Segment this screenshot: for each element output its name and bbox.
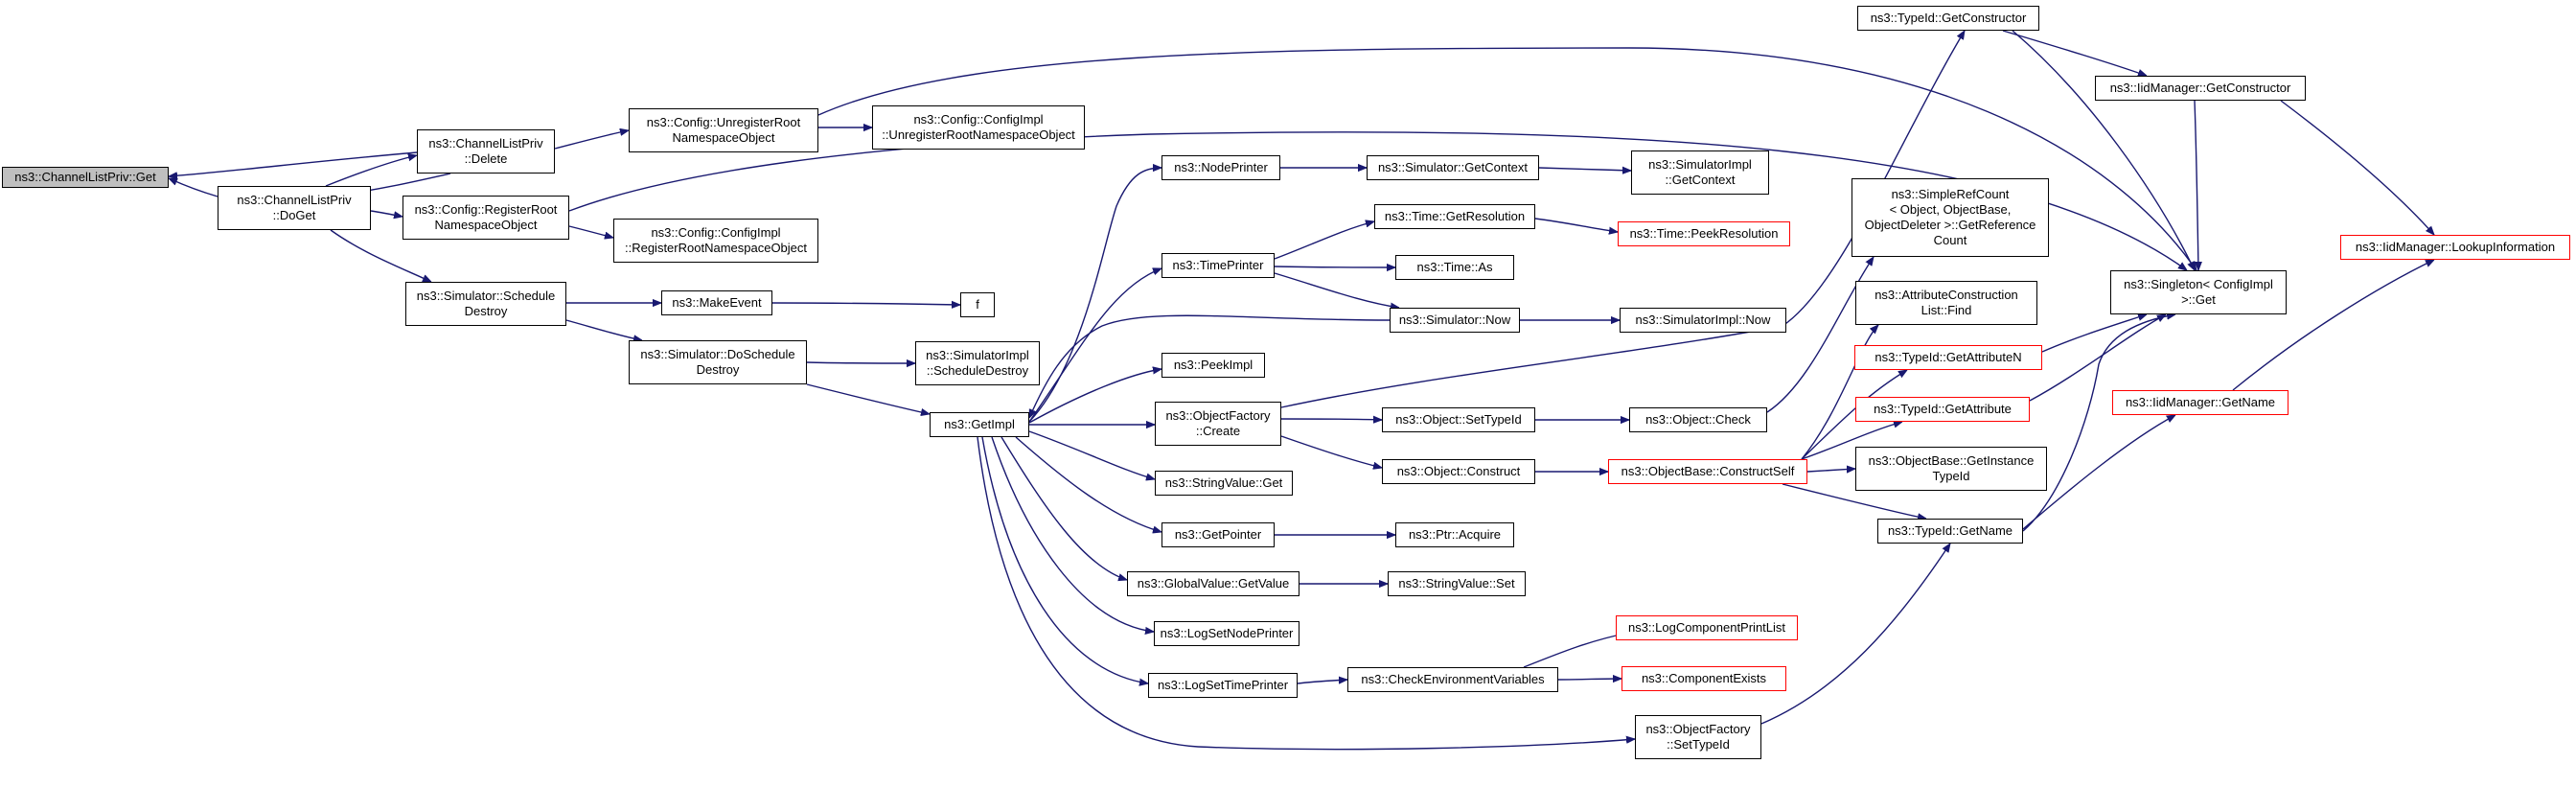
node-componentexists[interactable]: ns3::ComponentExists <box>1622 666 1786 691</box>
node-getpointer[interactable]: ns3::GetPointer <box>1162 522 1275 547</box>
node-objectfactory-create[interactable]: ns3::ObjectFactory ::Create <box>1155 402 1281 446</box>
node-nodeprinter[interactable]: ns3::NodePrinter <box>1162 155 1280 180</box>
node-iidmanager-lookupinformation[interactable]: ns3::IidManager::LookupInformation <box>2340 235 2570 260</box>
node-f[interactable]: f <box>960 292 995 317</box>
node-peekimpl[interactable]: ns3::PeekImpl <box>1162 353 1265 378</box>
node-logcomponentprintlist[interactable]: ns3::LogComponentPrintList <box>1616 615 1798 640</box>
node-channellistpriv-doget[interactable]: ns3::ChannelListPriv ::DoGet <box>218 186 371 230</box>
node-stringvalue-get[interactable]: ns3::StringValue::Get <box>1155 471 1293 496</box>
node-iidmanager-getconstructor[interactable]: ns3::IidManager::GetConstructor <box>2095 76 2306 101</box>
node-objectbase-constructself[interactable]: ns3::ObjectBase::ConstructSelf <box>1608 459 1807 484</box>
edge-constructself-to-getinstancetypeid <box>1806 469 1855 472</box>
edge-objfactory-create-to-settypeid <box>1280 419 1382 420</box>
edge-iidmgr-getname-to-lookup <box>2232 259 2434 391</box>
node-simulatorimpl-scheduledestroy[interactable]: ns3::SimulatorImpl ::ScheduleDestroy <box>915 341 1040 385</box>
edge-scheduledestroy-to-doscheduledestroy <box>565 319 642 340</box>
node-time-getresolution[interactable]: ns3::Time::GetResolution <box>1374 204 1535 229</box>
node-ptr-acquire[interactable]: ns3::Ptr::Acquire <box>1395 522 1514 547</box>
node-simplerefcount-getreferencecount[interactable]: ns3::SimpleRefCount < Object, ObjectBase… <box>1852 178 2049 257</box>
edge-typeid-getctor-to-iidmgr <box>2002 30 2147 76</box>
edge-getimpl-to-peekimpl <box>1028 369 1162 424</box>
edge-getattrn-to-singleton <box>2041 314 2147 353</box>
node-simulator-doscheduledestroy[interactable]: ns3::Simulator::DoSchedule Destroy <box>629 340 807 384</box>
edge-doscheduledestroy-to-simimpl <box>806 362 915 363</box>
edge-doget-to-scheduledestroy <box>330 229 431 283</box>
node-objectbase-getinstancetypeid[interactable]: ns3::ObjectBase::GetInstance TypeId <box>1855 447 2047 491</box>
edge-objfactory-create-to-construct <box>1280 435 1382 468</box>
node-objectfactory-settypeid[interactable]: ns3::ObjectFactory ::SetTypeId <box>1635 715 1761 759</box>
edge-constructself-to-getattrn <box>1801 370 1907 460</box>
edge-constructself-to-getattr <box>1801 422 1902 460</box>
node-simulator-scheduledestroy[interactable]: ns3::Simulator::Schedule Destroy <box>405 282 566 326</box>
node-logsetnodeprinter[interactable]: ns3::LogSetNodePrinter <box>1154 621 1300 646</box>
edge-getimpl-to-objfactory-settypeid <box>977 436 1635 751</box>
node-typeid-getname[interactable]: ns3::TypeId::GetName <box>1877 519 2023 544</box>
edge-timeprinter-to-simnow <box>1274 272 1399 308</box>
node-object-construct[interactable]: ns3::Object::Construct <box>1382 459 1535 484</box>
edge-checkenv-to-compexists <box>1557 679 1622 680</box>
edge-getimpl-to-timeprinter <box>1028 267 1162 423</box>
node-singleton-configimpl-get[interactable]: ns3::Singleton< ConfigImpl >::Get <box>2110 270 2287 314</box>
node-channellistpriv-get[interactable]: ns3::ChannelListPriv::Get <box>2 167 169 188</box>
edge-simnow-to-getimpl <box>1028 314 1391 418</box>
edge-unregister-to-singleton <box>817 47 2196 270</box>
node-typeid-getattribute[interactable]: ns3::TypeId::GetAttribute <box>1855 397 2030 422</box>
edge-check-to-simplerefcount <box>1766 257 1874 413</box>
edge-getname-to-singleton <box>2022 314 2175 532</box>
node-makeevent[interactable]: ns3::MakeEvent <box>661 290 772 315</box>
node-simulatorimpl-getcontext[interactable]: ns3::SimulatorImpl ::GetContext <box>1631 150 1769 195</box>
edge-objfactory-settypeid-to-getname <box>1760 544 1950 725</box>
node-checkenvironmentvariables[interactable]: ns3::CheckEnvironmentVariables <box>1347 667 1558 692</box>
edge-doscheduledestroy-to-getimpl <box>806 383 930 414</box>
edge-iidmgr-getctor-to-lookup <box>2280 100 2434 235</box>
edge-delete-to-unregister <box>554 130 629 150</box>
node-simulator-getcontext[interactable]: ns3::Simulator::GetContext <box>1367 155 1539 180</box>
edge-getres-to-peekres <box>1534 218 1618 232</box>
node-configimpl-unregisterroot[interactable]: ns3::Config::ConfigImpl ::UnregisterRoot… <box>872 105 1085 150</box>
edge-constructself-to-getname <box>1782 483 1926 519</box>
edge-doget-to-delete <box>325 155 417 187</box>
node-simulatorimpl-now[interactable]: ns3::SimulatorImpl::Now <box>1620 308 1786 333</box>
node-attributeconstructionlist-find[interactable]: ns3::AttributeConstruction List::Find <box>1855 281 2037 325</box>
edge-getcontext-to-simimpl <box>1538 168 1631 171</box>
node-object-settypeid[interactable]: ns3::Object::SetTypeId <box>1382 407 1535 432</box>
node-time-as[interactable]: ns3::Time::As <box>1395 255 1514 280</box>
edge-doget-to-register <box>370 210 402 217</box>
node-iidmanager-getname[interactable]: ns3::IidManager::GetName <box>2112 390 2288 415</box>
edge-constructself-to-attrfind <box>1801 325 1878 460</box>
edge-logtimeprinter-to-checkenv <box>1297 680 1347 683</box>
node-object-check[interactable]: ns3::Object::Check <box>1629 407 1767 432</box>
edge-getimpl-to-lognodeprinter <box>991 436 1154 632</box>
edge-timeprinter-to-getres <box>1274 221 1374 260</box>
edge-getimpl-to-getpointer <box>1015 436 1162 532</box>
node-simulator-now[interactable]: ns3::Simulator::Now <box>1390 308 1520 333</box>
node-typeid-getattributen[interactable]: ns3::TypeId::GetAttributeN <box>1854 345 2042 370</box>
node-globalvalue-getvalue[interactable]: ns3::GlobalValue::GetValue <box>1127 571 1300 596</box>
edge-getimpl-to-logtimeprinter <box>981 436 1148 683</box>
edge-register-to-cfgimpl <box>568 225 613 238</box>
node-time-peekresolution[interactable]: ns3::Time::PeekResolution <box>1618 221 1790 246</box>
edge-typeid-getctor-to-singleton <box>2012 30 2196 270</box>
node-timeprinter[interactable]: ns3::TimePrinter <box>1162 253 1275 278</box>
node-config-unregisterroot[interactable]: ns3::Config::UnregisterRoot NamespaceObj… <box>629 108 818 152</box>
node-configimpl-registerroot[interactable]: ns3::Config::ConfigImpl ::RegisterRootNa… <box>613 219 818 263</box>
edge-getimpl-to-stringvalue-get <box>1028 430 1155 479</box>
node-getimpl[interactable]: ns3::GetImpl <box>930 412 1029 437</box>
node-typeid-getconstructor[interactable]: ns3::TypeId::GetConstructor <box>1857 6 2039 31</box>
node-config-registerroot[interactable]: ns3::Config::RegisterRoot NamespaceObjec… <box>402 196 569 240</box>
edge-iidmgr-getctor-to-singleton <box>2194 100 2198 270</box>
edge-getname-to-iidmgr-getname <box>2022 414 2175 530</box>
edge-makeevent-to-f <box>771 303 960 305</box>
edge-getimpl-to-globalvalue <box>1000 436 1127 580</box>
edge-delete-to-get <box>169 151 418 176</box>
node-stringvalue-set[interactable]: ns3::StringValue::Set <box>1388 571 1526 596</box>
node-channellistpriv-delete[interactable]: ns3::ChannelListPriv ::Delete <box>417 129 555 174</box>
edge-timeprinter-to-timeas <box>1274 266 1395 267</box>
node-logsettimeprinter[interactable]: ns3::LogSetTimePrinter <box>1148 673 1298 698</box>
